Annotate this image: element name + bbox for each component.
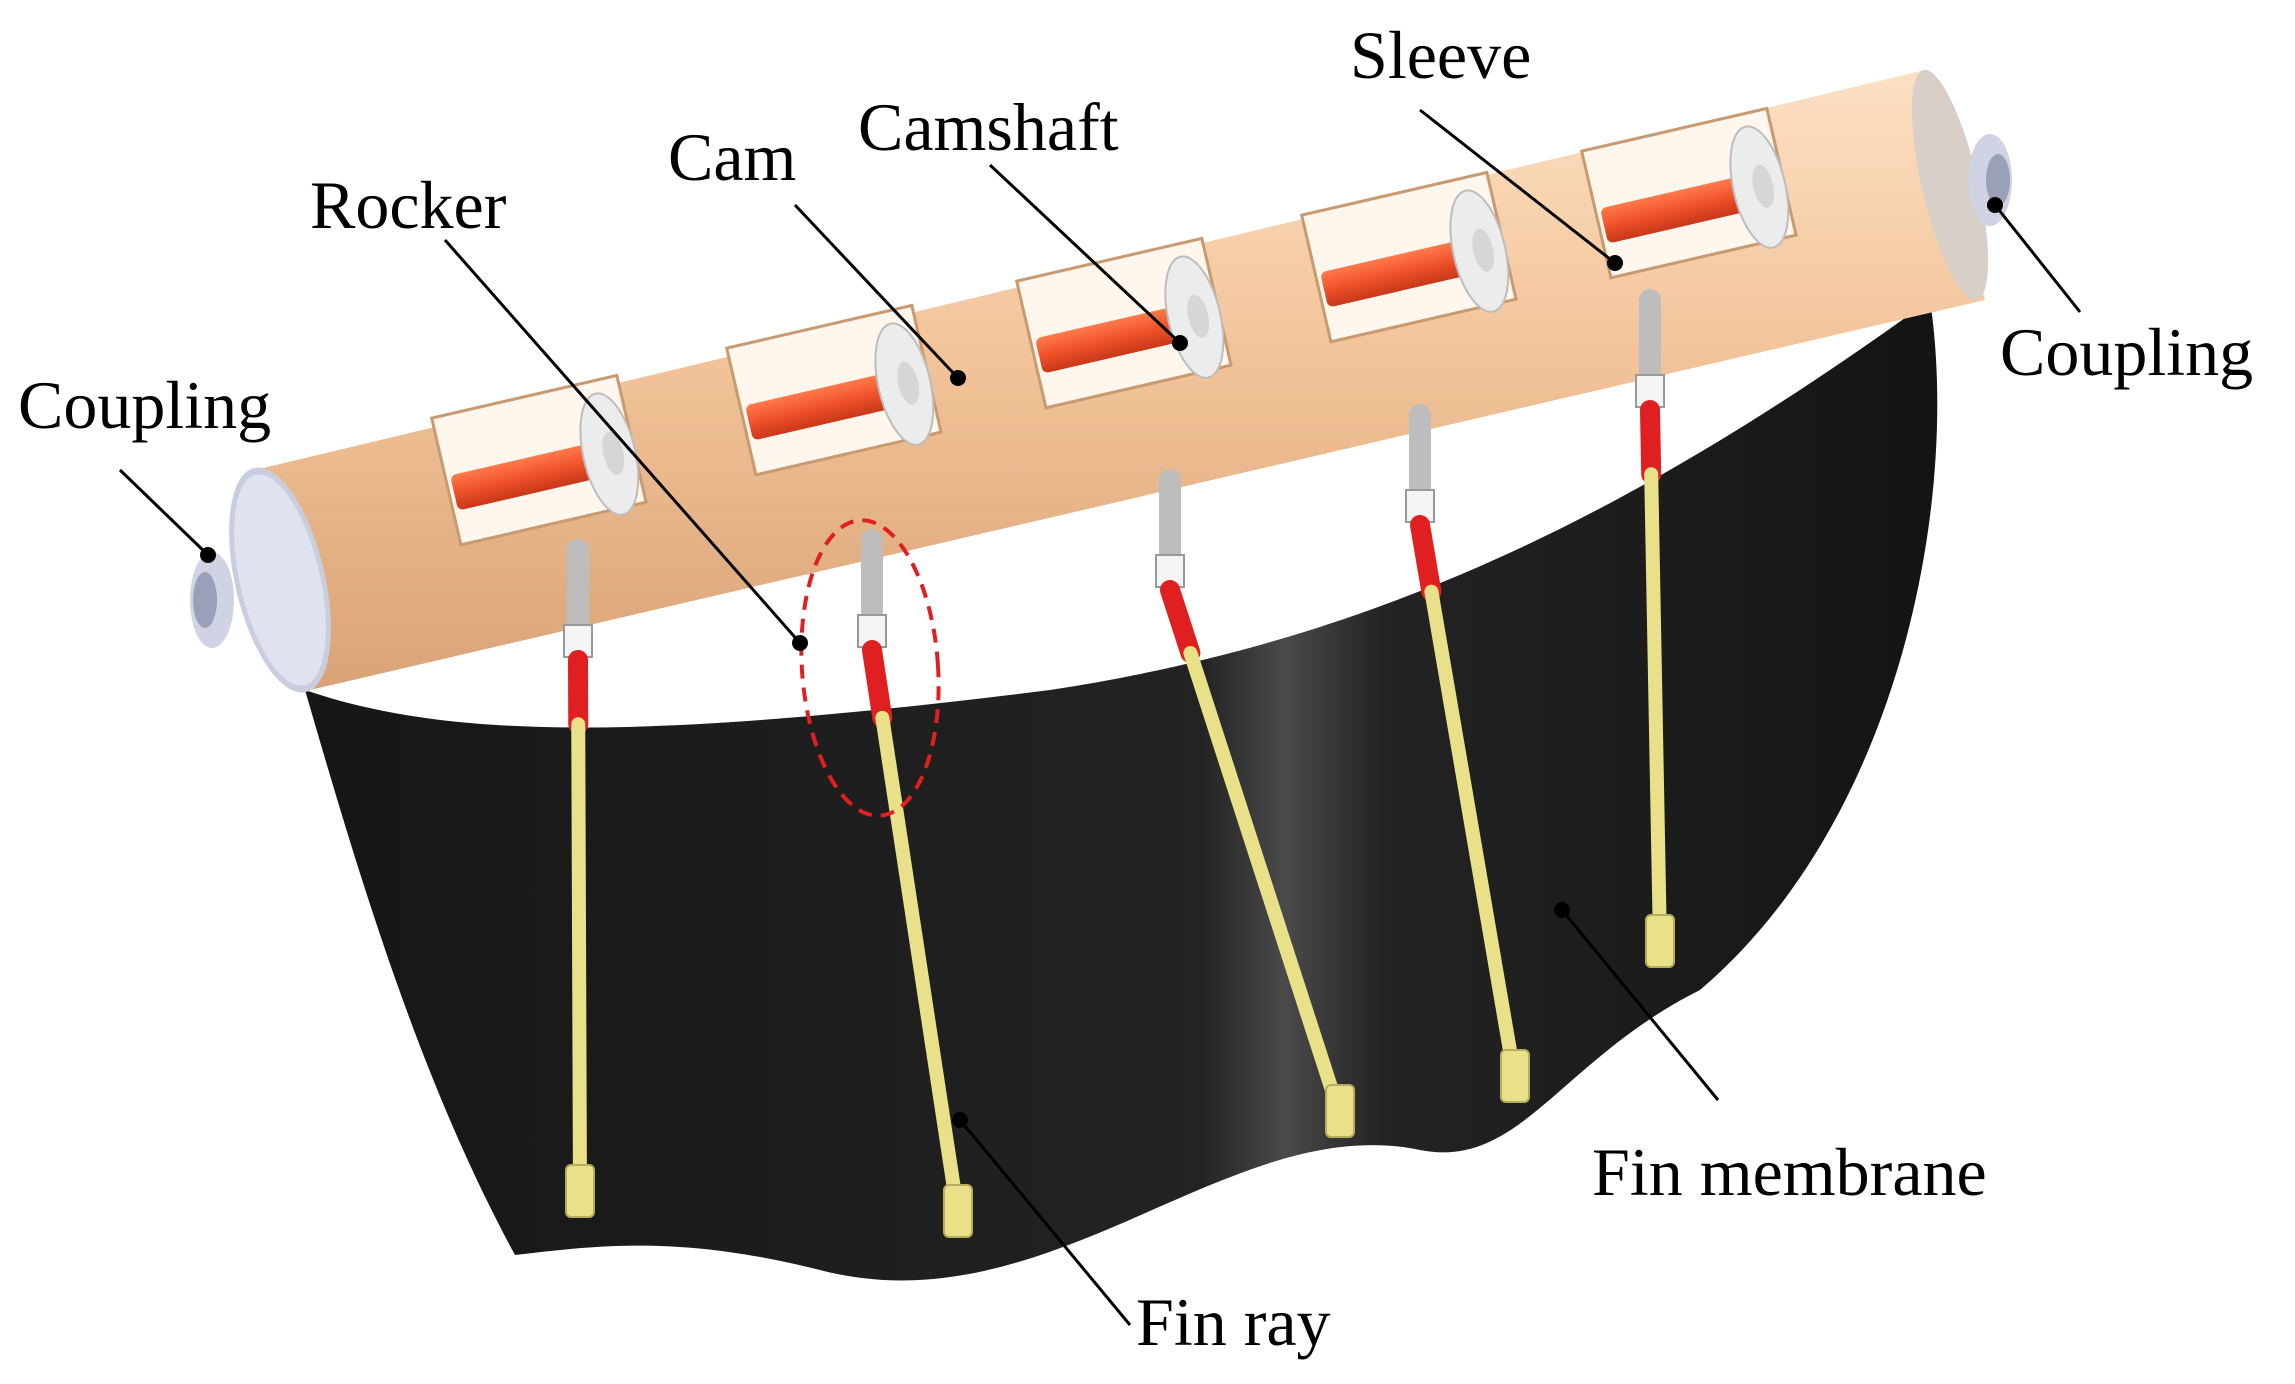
cam-hub-1 — [602, 431, 625, 475]
leader-dot-sleeve — [1607, 255, 1623, 271]
rocker-red-2 — [862, 640, 893, 728]
leader-coupling-right — [1993, 204, 2082, 313]
rocker-highlight-ellipse — [799, 518, 941, 818]
leader-fin-ray — [958, 1119, 1132, 1326]
sleeve-windows — [429, 106, 1798, 547]
leader-dot-rocker — [792, 635, 808, 651]
fin-ray-tip-1 — [565, 1164, 595, 1218]
fin-ray-rod-5 — [1644, 467, 1667, 952]
cam-hub-4 — [1472, 228, 1495, 272]
label-coupling-right: Coupling — [2000, 314, 2253, 390]
fin-ray-rod-1 — [571, 717, 587, 1202]
leader-dot-camshaft — [1172, 335, 1188, 351]
leader-dot-fin-ray — [952, 1112, 968, 1128]
label-cam: Cam — [668, 119, 796, 195]
cam-hub-2 — [897, 361, 920, 405]
leader-dot-coupling-left — [200, 547, 216, 563]
leader-sleeve — [1419, 108, 1616, 265]
window-4 — [1299, 170, 1518, 344]
window-3 — [1014, 236, 1233, 410]
leader-dot-coupling-right — [1987, 197, 2003, 213]
label-fin-ray: Fin ray — [1136, 1284, 1331, 1360]
label-sleeve: Sleeve — [1350, 17, 1531, 93]
cam-hub-5 — [1752, 164, 1775, 208]
leader-rocker — [443, 239, 802, 644]
label-rocker: Rocker — [310, 167, 507, 243]
window-1 — [429, 373, 648, 547]
label-coupling-left: Coupling — [18, 367, 271, 443]
label-fin-membrane: Fin membrane — [1592, 1134, 1987, 1210]
fin-ray-tip-5 — [1645, 914, 1675, 968]
label-camshaft: Camshaft — [858, 89, 1119, 165]
camshaft-segment-1 — [451, 442, 604, 510]
camshaft-segment-3 — [1036, 305, 1189, 373]
fin-rays — [563, 289, 1675, 1238]
fin-membrane — [305, 300, 1938, 1281]
rocker-red-3 — [1160, 580, 1201, 663]
cam-hub-3 — [1187, 294, 1210, 338]
camshaft-segment-4 — [1321, 239, 1474, 307]
camshaft-segment-2 — [746, 372, 899, 440]
leader-lines — [118, 108, 2082, 1326]
fin-ray-rod-3 — [1183, 646, 1347, 1122]
leader-dot-cam — [950, 370, 966, 386]
rocker-red-4 — [1410, 515, 1442, 602]
coupling-left-part — [190, 552, 234, 648]
camshaft-segment-5 — [1601, 175, 1754, 243]
window-5 — [1579, 106, 1798, 280]
fin-ray-tip-4 — [1500, 1049, 1530, 1103]
leader-coupling-left — [118, 468, 210, 557]
rocker-red-5 — [1640, 400, 1662, 485]
fin-ray-tip-2 — [943, 1184, 973, 1238]
fin-ray-rod-4 — [1424, 584, 1522, 1087]
leader-dot-fin-membrane — [1554, 902, 1570, 918]
fin-ray-tip-3 — [1325, 1084, 1355, 1138]
window-2 — [724, 303, 943, 477]
fin-ray-rod-2 — [875, 710, 965, 1222]
coupling-right-part — [1968, 134, 2012, 226]
leader-cam — [793, 203, 960, 380]
leader-fin-membrane — [1560, 909, 1720, 1101]
leader-camshaft — [988, 163, 1182, 345]
